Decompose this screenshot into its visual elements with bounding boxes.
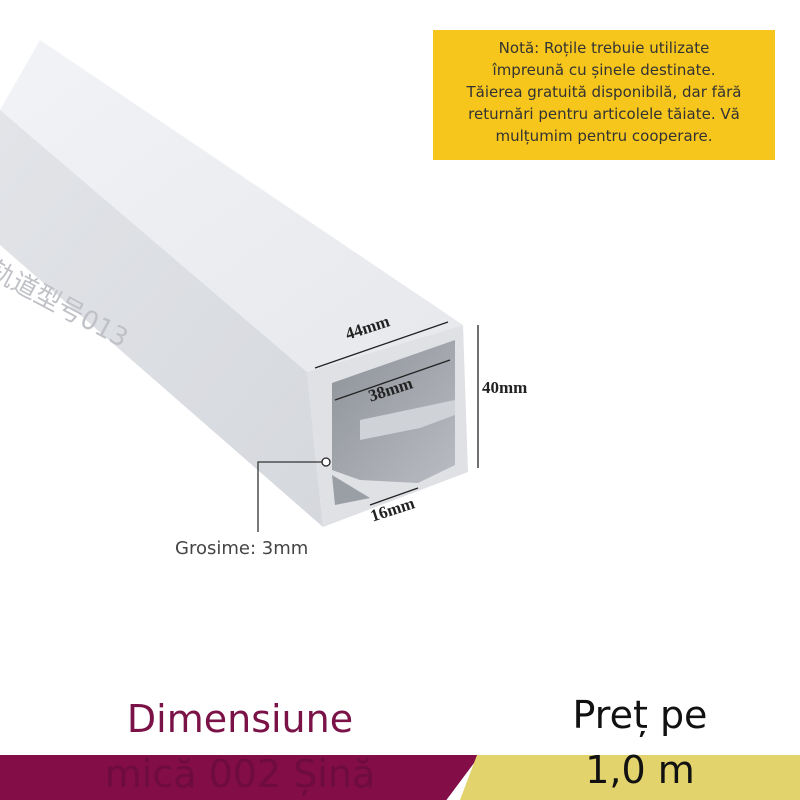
rail-inner-flange <box>360 400 455 440</box>
product-name-line1: Dimensiune <box>126 697 354 741</box>
product-name-line2: mică 002 Șină <box>104 752 376 796</box>
note-line: mulțumim pentru cooperare. <box>495 127 713 145</box>
rail-top-face <box>0 40 463 372</box>
price-unit-line2: 1,0 m <box>585 748 695 792</box>
dimension-lines <box>257 321 479 532</box>
note-box: Notă: Roțile trebuie utilizate împreună … <box>433 30 775 160</box>
note-line: Tăierea gratuită disponibilă, dar fără <box>466 83 742 101</box>
footer-band-left <box>0 755 480 800</box>
rail-side-face <box>0 110 323 527</box>
rail-lower-lip <box>332 475 370 505</box>
note-line: împreună cu șinele destinate. <box>492 61 716 79</box>
dimension-height: 40mm <box>482 378 528 397</box>
thickness-label: Grosime: 3mm <box>175 538 309 559</box>
price-unit-line1: Preț pe <box>572 693 708 737</box>
note-line: returnări pentru articolele tăiate. Vă <box>468 105 740 123</box>
footer-band-right <box>460 755 800 800</box>
note-line: Notă: Roțile trebuie utilizate <box>498 39 710 57</box>
rail-cavity <box>332 340 455 483</box>
